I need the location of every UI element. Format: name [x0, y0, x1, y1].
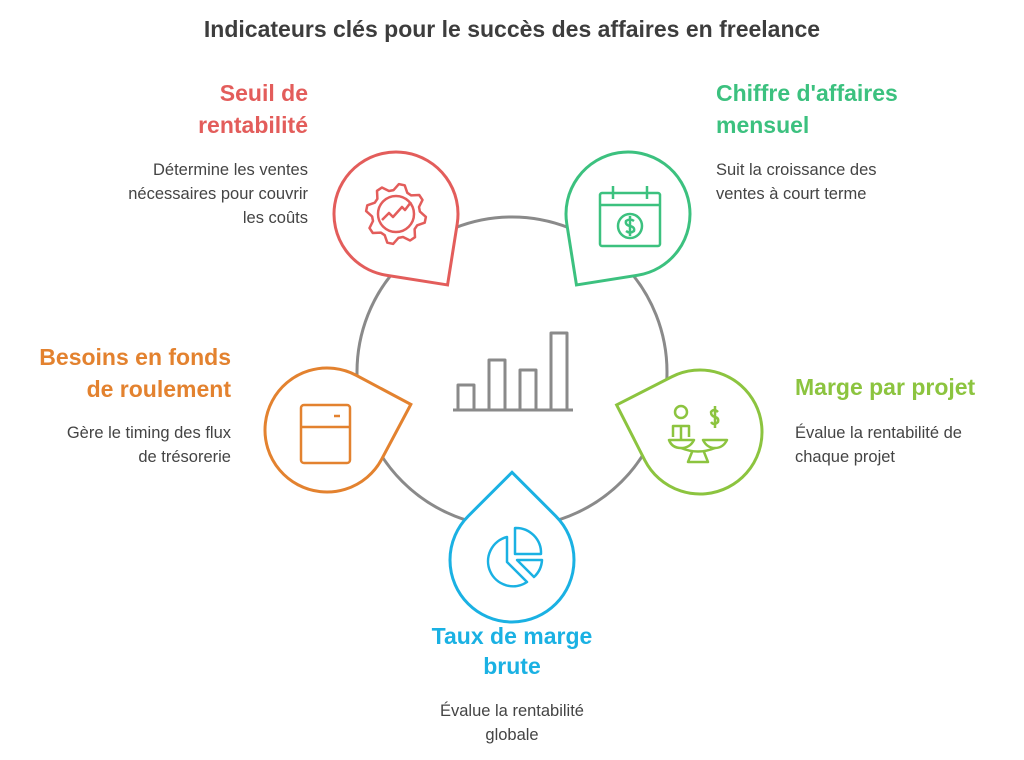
desc-line: Détermine les ventes: [153, 161, 308, 179]
teardrop-red: [332, 150, 460, 287]
teardrop-orange: [263, 366, 413, 494]
calendar-dollar-icon: [598, 186, 662, 248]
cabinet-icon: [299, 403, 352, 465]
gear-chart-icon: [364, 182, 428, 246]
title-line: de roulement: [86, 376, 231, 402]
desc-line: Suit la croissance des: [716, 161, 877, 179]
desc-line: Gère le timing des flux: [66, 424, 231, 442]
desc-taux-marge-brute: Évalue la rentabilité globale: [312, 699, 712, 747]
desc-chiffre-affaires-mensuel: Suit la croissance des ventes à court te…: [716, 158, 877, 206]
desc-line: ventes à court terme: [716, 185, 867, 203]
pie-chart-icon: [486, 526, 544, 588]
desc-line: nécessaires pour couvrir: [128, 185, 308, 203]
desc-line: chaque projet: [795, 448, 895, 466]
label-marge-par-projet: Marge par projet: [795, 371, 975, 403]
teardrop-green: [564, 150, 692, 287]
label-seuil-de-rentabilite: Seuil de rentabilité: [198, 77, 308, 141]
label-besoins-fonds-roulement: Besoins en fonds de roulement: [39, 341, 231, 405]
desc-seuil-de-rentabilite: Détermine les ventes nécessaires pour co…: [128, 158, 308, 230]
title-line: mensuel: [716, 112, 810, 138]
desc-line: globale: [485, 726, 539, 744]
desc-besoins-fonds-roulement: Gère le timing des flux de trésorerie: [67, 421, 231, 469]
title-line: Marge par projet: [795, 374, 976, 400]
diagram-title: Indicateurs clés pour le succès des affa…: [203, 16, 821, 42]
title-line: brute: [483, 653, 541, 679]
desc-marge-par-projet: Évalue la rentabilité de chaque projet: [795, 421, 962, 469]
label-taux-marge-brute: Taux de marge brute: [312, 621, 712, 681]
label-chiffre-affaires-mensuel: Chiffre d'affaires mensuel: [716, 77, 898, 141]
title-line: Seuil de: [219, 80, 308, 106]
teardrop-blue: [448, 470, 576, 624]
title-line: Chiffre d'affaires: [716, 80, 898, 106]
desc-line: Évalue la rentabilité de: [795, 424, 962, 442]
desc-line: de trésorerie: [138, 448, 231, 466]
bar-chart-icon: [453, 331, 573, 412]
scale-person-dollar-icon: [667, 404, 729, 464]
title-line: Besoins en fonds: [39, 344, 231, 370]
desc-line: les coûts: [242, 209, 308, 227]
desc-line: Évalue la rentabilité: [439, 702, 584, 720]
title-line: Taux de marge: [431, 623, 593, 649]
title-line: rentabilité: [198, 112, 308, 138]
